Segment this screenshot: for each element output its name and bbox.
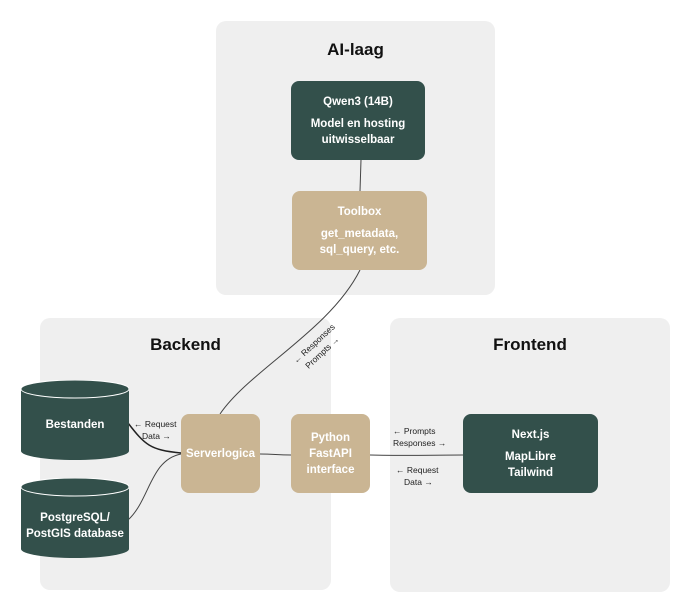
postgres-serverlogica-connector: [127, 453, 182, 521]
fastapi-line-3: interface: [306, 463, 355, 476]
ai-layer-title: AI-laag: [327, 40, 384, 59]
postgres-label-line-2: PostGIS database: [26, 528, 124, 540]
qwen-line-2: uitwisselbaar: [321, 133, 395, 146]
qwen-model-node: Qwen3 (14B) Model en hosting uitwisselba…: [291, 81, 425, 160]
serverlogica-label: Serverlogica: [185, 447, 256, 460]
bestanden-serverlogica-connector: [127, 422, 182, 454]
api-front-top-label-line-2: Responses →: [393, 438, 447, 448]
fastapi-line-1: Python: [311, 431, 350, 444]
nextjs-line-1: MapLibre: [504, 450, 557, 463]
postgres-cylinder-icon: [20, 477, 130, 558]
toolbox-serverlogica-connector: [219, 269, 361, 415]
nextjs-title: Next.js: [511, 428, 550, 441]
fastapi-line-2: FastAPI: [309, 447, 352, 460]
api-front-bottom-edge-label: ← Request Data →: [396, 464, 439, 488]
db-server-label-line-1: ← Request: [134, 419, 177, 429]
postgres-label: PostgreSQL/ PostGIS database: [21, 510, 129, 542]
postgres-database: PostgreSQL/ PostGIS database: [20, 477, 130, 558]
toolbox-line-2: sql_query, etc.: [319, 243, 400, 256]
fastapi-node: Python FastAPI interface: [291, 414, 370, 493]
toolbox-title: Toolbox: [337, 205, 382, 218]
postgres-label-line-1: PostgreSQL/: [40, 512, 110, 524]
api-front-bottom-label-line-2: Data →: [404, 477, 433, 487]
nextjs-node: Next.js MapLibre Tailwind: [463, 414, 598, 493]
nextjs-line-2: Tailwind: [507, 466, 554, 479]
api-front-bottom-label-line-1: ← Request: [396, 465, 439, 475]
bestanden-cylinder-icon: [20, 379, 130, 460]
serverlogica-fastapi-connector: [259, 453, 292, 456]
api-front-top-label-line-1: ← Prompts: [393, 426, 436, 436]
db-server-label-line-2: Data →: [142, 431, 171, 441]
serverlogica-node: Serverlogica: [181, 414, 260, 493]
frontend-title: Frontend: [493, 335, 567, 354]
qwen-toolbox-connector: [359, 159, 362, 192]
toolbox-line-1: get_metadata,: [320, 227, 399, 240]
api-front-top-edge-label: ← Prompts Responses →: [393, 425, 446, 449]
db-server-edge-label: ← Request Data →: [134, 418, 177, 442]
backend-title: Backend: [150, 335, 221, 354]
bestanden-database: Bestanden: [20, 379, 130, 460]
qwen-line-1: Model en hosting: [310, 117, 406, 130]
bestanden-label: Bestanden: [45, 419, 105, 431]
toolbox-node: Toolbox get_metadata, sql_query, etc.: [292, 191, 427, 270]
qwen-title: Qwen3 (14B): [323, 95, 393, 108]
